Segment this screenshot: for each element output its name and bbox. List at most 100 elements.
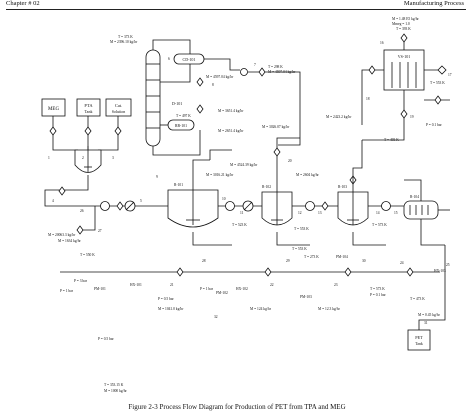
stream-label-reactor-row-4: T = 523 K bbox=[232, 223, 247, 227]
stream-label-reactor-row-5: T = 553 K bbox=[294, 227, 309, 231]
pta-feed-box: PTA Tank bbox=[76, 98, 101, 117]
stream-label-top-right-2: Mmeg = 1.0 bbox=[392, 22, 410, 26]
stream-number-31: 31 bbox=[424, 321, 428, 325]
pump-3-tag: PM-103 bbox=[300, 295, 312, 299]
pet-tank-label: PET bbox=[415, 335, 423, 340]
pet-tank-sublabel: Tank bbox=[415, 342, 423, 346]
vacuum-tag: VS-101 bbox=[398, 54, 410, 59]
stream-number-21: 21 bbox=[170, 283, 174, 287]
hx-1-tag: HX-101 bbox=[130, 283, 142, 287]
stream-number-19: 19 bbox=[410, 115, 414, 119]
stream-label-reactor-row-1: M = 3016.21 kg/hr bbox=[206, 173, 234, 177]
stream-label-reactor-row-6: T = 573 K bbox=[372, 223, 387, 227]
stream-label-top-left-1: T = 373 K bbox=[118, 35, 133, 39]
stream-label-bottom-10: T = 473 K bbox=[410, 297, 425, 301]
stream-label-right-1: M = 2423.2 kg/hr bbox=[326, 115, 352, 119]
stream-number-24: 24 bbox=[400, 261, 404, 265]
pump-3 bbox=[305, 201, 315, 211]
stream-label-bottom-7: M = 12.3 kg/hr bbox=[318, 307, 341, 311]
stream-number-32: 32 bbox=[214, 315, 218, 319]
pet-tank: PET Tank bbox=[407, 329, 431, 351]
pump-4 bbox=[381, 201, 391, 211]
stream-label-top-mid-2: M = 4597.04 kg/hr bbox=[268, 70, 296, 74]
stream-number-14: 14 bbox=[376, 211, 380, 215]
stream-label-mid-3: M = 2651.4 kg/hr bbox=[218, 129, 244, 133]
condenser-tag: CD-101 bbox=[183, 57, 196, 62]
stream-label-bottom-11: M = 0.45 kg/hr bbox=[418, 313, 441, 317]
section-label: Manufacturing Process bbox=[403, 0, 464, 7]
stream-label-mid-4: M = 3026.07 kg/hr bbox=[262, 125, 290, 129]
stream-label-top-mid-3: M = 4597.04 kg/hr bbox=[206, 75, 234, 79]
stream-label-bottom-5: M = 1041.0 kg/hr bbox=[158, 307, 184, 311]
stream-label-fan-low-left: P = 3 bar bbox=[74, 279, 88, 283]
stream-number-9: 9 bbox=[156, 175, 158, 179]
stream-number-29: 29 bbox=[286, 259, 290, 263]
stream-number-8: 8 bbox=[212, 83, 214, 87]
pump-1 bbox=[100, 201, 110, 211]
column-tag: D-101 bbox=[172, 101, 182, 106]
reactor-3-tag: R-103 bbox=[338, 185, 347, 189]
catalyst-feed-box: Cat. Solution bbox=[105, 98, 132, 117]
stream-number-13: 13 bbox=[318, 211, 322, 215]
pump-4-tag: PM-104 bbox=[336, 255, 348, 259]
reactor-4 bbox=[403, 200, 450, 220]
stream-annotations: M = 1.48 E5 kg/hr Mmeg = 1.0 T = 393 K T… bbox=[48, 17, 445, 393]
stream-label-bottom-3: P = 0.5 bar bbox=[158, 297, 174, 301]
stream-number-25: 25 bbox=[446, 263, 450, 267]
stream-label-left-low-1: M = 20063.3 kg/hr bbox=[48, 233, 76, 237]
stream-number-17: 17 bbox=[448, 73, 452, 77]
reboiler-tag: RB-101 bbox=[175, 124, 187, 128]
stream-number-2: 2 bbox=[82, 156, 84, 160]
stream-label-top-left-2: M = 2396.10 kg/hr bbox=[110, 40, 138, 44]
stream-number-3: 3 bbox=[112, 156, 114, 160]
stream-label-reactor-row-3: M = 2604 kg/hr bbox=[296, 173, 319, 177]
stream-number-6: 6 bbox=[168, 57, 170, 61]
stream-number-22: 22 bbox=[270, 283, 274, 287]
meg-feed-label: MEG bbox=[48, 107, 60, 112]
reboiler: RB-101 bbox=[167, 119, 195, 131]
stream-number-10: 10 bbox=[222, 197, 226, 201]
stream-label-mid-2: M = 3651.4 kg/hr bbox=[218, 109, 244, 113]
stream-label-bottom-8: T = 573 K bbox=[370, 287, 385, 291]
stream-number-15: 15 bbox=[394, 211, 398, 215]
stream-label-far-bottom-1: P = 0.5 bar bbox=[98, 337, 114, 341]
pta-feed-label: PTA bbox=[84, 103, 93, 108]
figure-caption: Figure 2-3 Process Flow Diagram for Prod… bbox=[128, 403, 346, 411]
stream-label-far-bottom-3: M = 1000 kg/hr bbox=[104, 389, 127, 393]
stream-label-right-2: T = 493 K bbox=[384, 138, 399, 142]
stream-label-fan-low-mid: P = 1 bar bbox=[200, 287, 214, 291]
stream-label-bottom-2: P = 1 bar bbox=[60, 289, 74, 293]
reactor-2 bbox=[261, 168, 293, 226]
header-divider bbox=[6, 9, 466, 10]
stream-label-pressure: P = 0.1 bar bbox=[426, 123, 442, 127]
stream-label-top-mid-1: T = 298 K bbox=[268, 65, 283, 69]
reactor-1-tag: R-101 bbox=[174, 183, 183, 187]
reactor-2-tag: R-102 bbox=[262, 185, 271, 189]
pump-2-tag: PM-102 bbox=[216, 291, 228, 295]
reactor-1 bbox=[167, 159, 219, 228]
stream-label-bottom-9: P = 0.1 bar bbox=[370, 293, 386, 297]
mixer-vessel bbox=[74, 146, 102, 173]
stream-label-top-right-3: T = 393 K bbox=[396, 27, 411, 31]
stream-label-left-low-2: M = 1634 kg/hr bbox=[58, 239, 81, 243]
equipment-tags: R-101 R-102 R-103 R-104 PM-101 PM-102 PM… bbox=[94, 183, 446, 299]
stream-number-5: 5 bbox=[140, 199, 142, 203]
stream-number-27: 27 bbox=[98, 229, 102, 233]
stream-number-1: 1 bbox=[48, 156, 50, 160]
meg-feed-box: MEG bbox=[41, 98, 66, 117]
stream-label-top-right-1: M = 1.48 E5 kg/hr bbox=[392, 17, 419, 21]
stream-number-11: 11 bbox=[240, 211, 244, 215]
stream-number-4: 4 bbox=[52, 199, 54, 203]
chapter-label: Chapter # 02 bbox=[6, 0, 40, 7]
pump-2 bbox=[225, 201, 235, 211]
reactor-4-tag: R-104 bbox=[410, 195, 419, 199]
stream-number-23: 23 bbox=[334, 283, 338, 287]
stream-label-far-bottom-2: T = 353.15 K bbox=[104, 383, 124, 387]
stream-number-12: 12 bbox=[298, 211, 302, 215]
stream-label-bottom-6: M = 124 kg/hr bbox=[250, 307, 272, 311]
stream-number-20: 20 bbox=[288, 159, 292, 163]
stream-number-26: 26 bbox=[80, 209, 84, 213]
stream-number-28: 28 bbox=[202, 259, 206, 263]
stream-label-tank: T = 273 K bbox=[304, 255, 319, 259]
